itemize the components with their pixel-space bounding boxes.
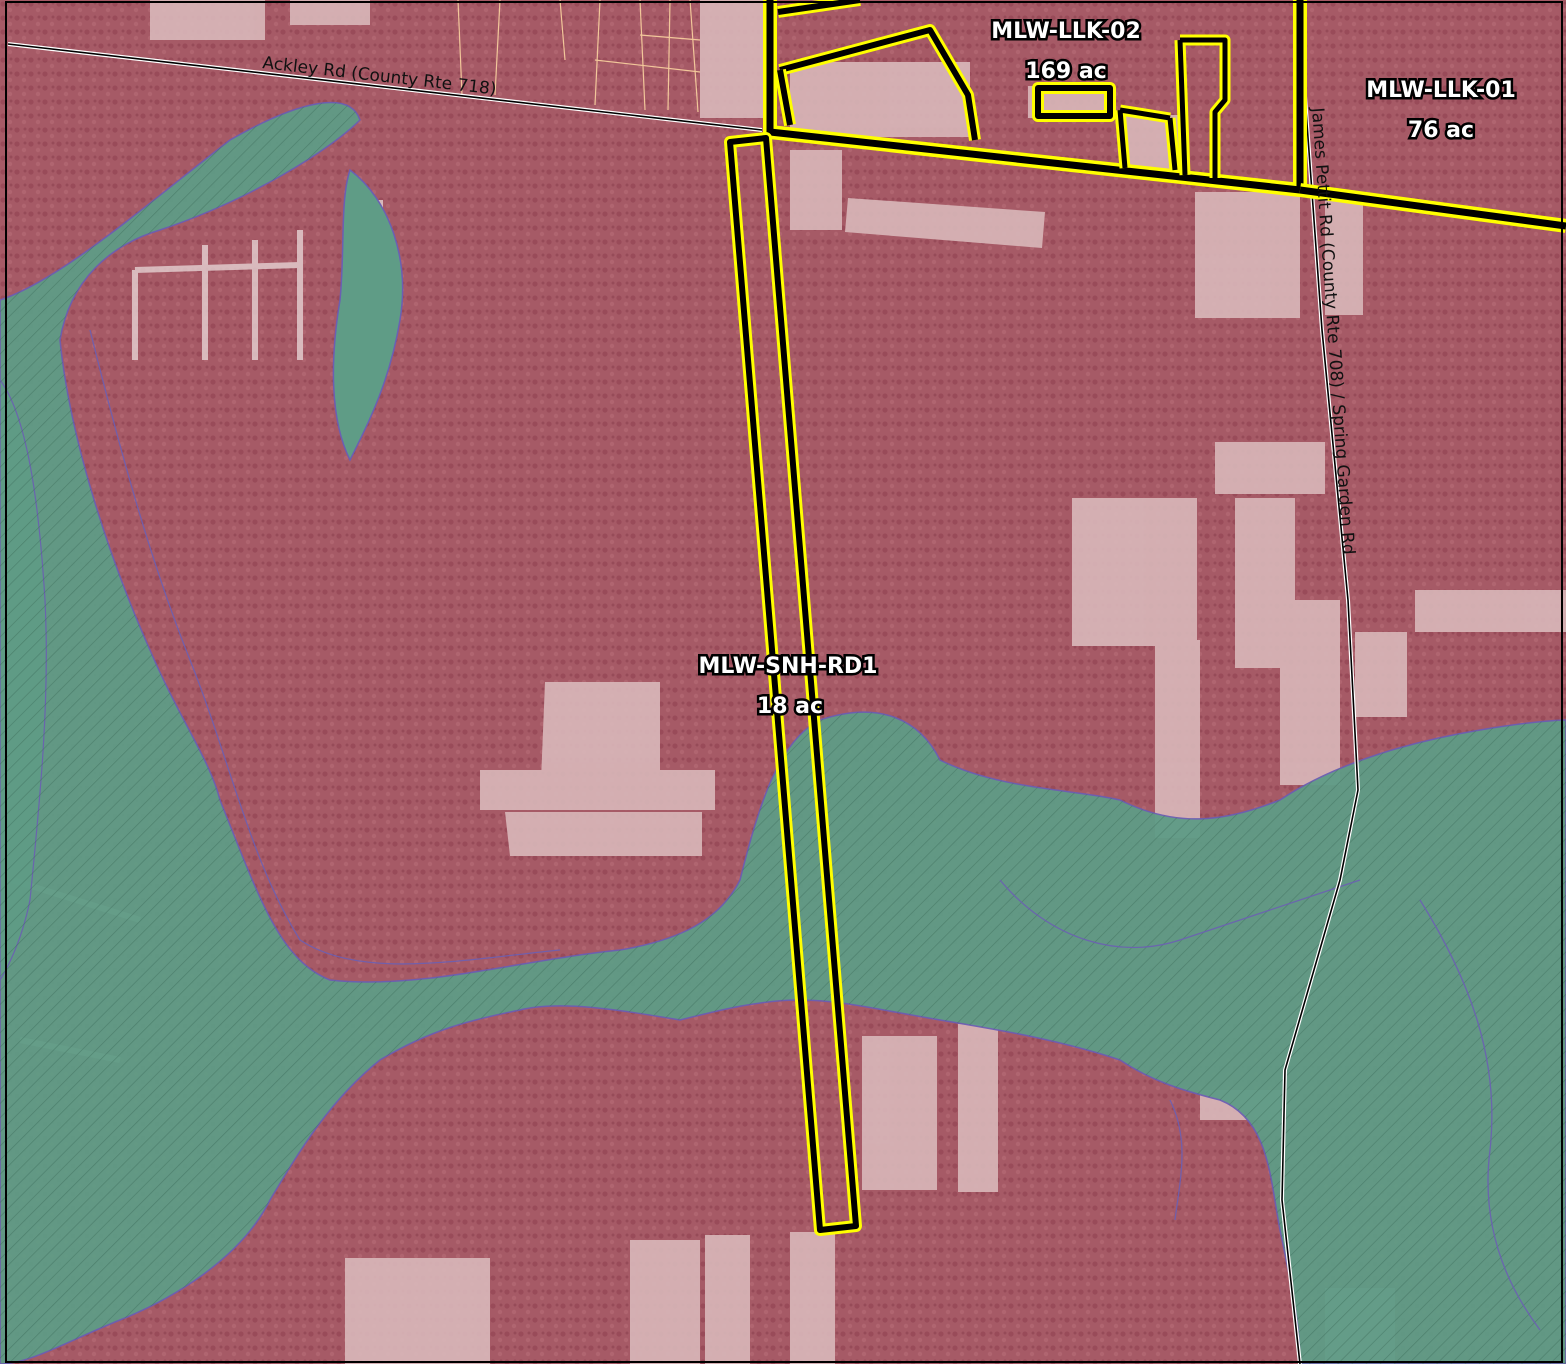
- field: [1280, 600, 1340, 785]
- field: [862, 1036, 937, 1190]
- parcel-labels: MLW-LLK-02 169 ac MLW-LLK-01 76 ac MLW-S…: [696, 17, 1519, 722]
- field: [700, 0, 765, 118]
- parcel-grid: [457, 0, 701, 113]
- field: [705, 1235, 750, 1364]
- wetlands: [0, 101, 1566, 1364]
- field: [345, 1258, 490, 1364]
- field: [1355, 632, 1407, 717]
- field: [1072, 498, 1197, 646]
- field: [1325, 195, 1363, 315]
- field: [790, 150, 842, 230]
- parcel-label-snh-rd1[interactable]: MLW-SNH-RD1: [696, 652, 880, 682]
- wetland-inner-lines: [89, 329, 1541, 1331]
- field: [790, 1232, 835, 1364]
- field: [1155, 640, 1200, 838]
- field: [845, 198, 1045, 248]
- field: [150, 0, 265, 40]
- field: [505, 812, 702, 856]
- field: [480, 770, 715, 810]
- wetland-area: [332, 168, 404, 462]
- field: [630, 1240, 700, 1364]
- parcel-label-llk-01[interactable]: MLW-LLK-01: [1364, 76, 1519, 106]
- parcel-area-llk-01: 76 ac: [1408, 118, 1474, 143]
- parcel-label-llk-02[interactable]: MLW-LLK-02: [989, 17, 1144, 47]
- parcel-area-snh-rd1: 18 ac: [757, 694, 823, 719]
- wetland-hatch: [0, 102, 1566, 1364]
- field: [290, 0, 370, 25]
- field: [958, 1024, 998, 1192]
- field: [1195, 192, 1300, 318]
- parcel-area-llk-02: 169 ac: [1025, 59, 1106, 84]
- field: [1415, 590, 1566, 632]
- parcels: [724, 0, 1566, 1236]
- field: [790, 62, 970, 137]
- field: [1215, 442, 1325, 494]
- roads: [7, 0, 1361, 1364]
- map-frame: [5, 1, 1563, 1363]
